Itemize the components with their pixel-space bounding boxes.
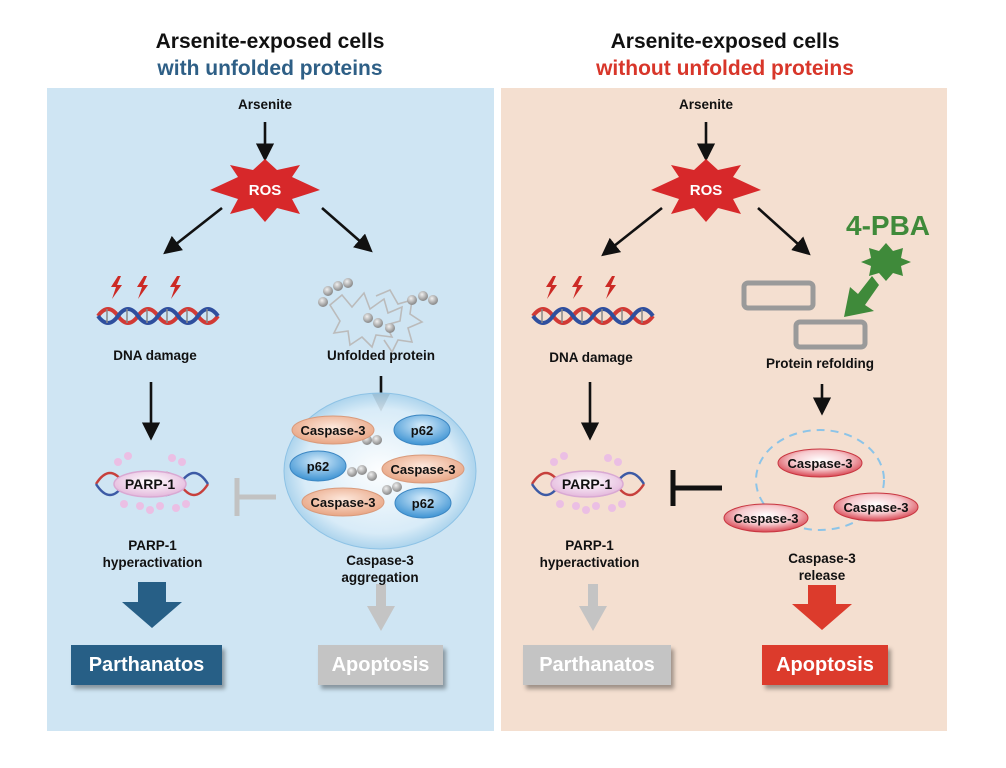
- left-heading: Arsenite-exposed cells with unfolded pro…: [40, 28, 500, 82]
- right-outcome-apoptosis: Apoptosis: [762, 645, 888, 685]
- aggregate-caspase-3-2: [381, 454, 465, 484]
- pba-burst-icon: [861, 243, 911, 281]
- released-caspase-3-2: [723, 503, 809, 533]
- left-dna-damage-bolt-icon: [111, 276, 181, 299]
- protein-refolding-label: Protein refolding: [766, 356, 874, 371]
- released-caspase-3-label-1: Caspase-3: [787, 456, 852, 471]
- left-parp-badge: PARP-1: [125, 476, 176, 492]
- right-heading-subtitle: without unfolded proteins: [596, 57, 854, 80]
- pba-arrow: [844, 276, 879, 317]
- right-heading-title: Arsenite-exposed cells: [610, 30, 840, 53]
- right-apoptosis-arrow: [792, 585, 852, 630]
- aggregate-caspase-3-label-2: Caspase-3: [390, 462, 455, 477]
- aggregate-caspase-3-1: [291, 415, 375, 445]
- right-ros-burst-icon: [651, 159, 761, 222]
- left-parp-label: PARP-1 hyperactivation: [85, 537, 220, 571]
- left-dna-icon: [96, 307, 220, 325]
- left-apoptosis-arrow-grey: [367, 584, 395, 631]
- released-caspase-3-1: [777, 448, 863, 478]
- aggregate-caspase-3-3: [301, 487, 385, 517]
- left-parp-label-line1: PARP-1: [128, 538, 177, 553]
- right-dna-icon: [531, 307, 655, 325]
- left-heading-subtitle: with unfolded proteins: [157, 57, 383, 80]
- right-heading: Arsenite-exposed cells without unfolded …: [495, 28, 955, 82]
- released-caspase-3-3: [833, 492, 919, 522]
- unfolded-protein-label: Unfolded protein: [327, 348, 435, 363]
- caspase-aggregation-line2: aggregation: [341, 570, 419, 585]
- pba-label: 4-PBA: [846, 210, 931, 241]
- right-dna-damage-label: DNA damage: [549, 350, 633, 365]
- left-heading-title: Arsenite-exposed cells: [155, 30, 385, 53]
- right-parp-label-line2: hyperactivation: [539, 555, 640, 570]
- right-inhibition-black: [670, 470, 722, 506]
- left-ros-burst-icon: [210, 159, 320, 222]
- unfolded-protein-icon: [318, 278, 438, 354]
- aggregate-p62-3: [394, 487, 452, 519]
- right-arsenite-label: Arsenite: [678, 97, 734, 112]
- left-ros-label: ROS: [248, 182, 282, 199]
- right-parp-label: PARP-1 hyperactivation: [522, 537, 657, 571]
- right-arrow-ros-refolding: [757, 207, 811, 256]
- refolded-protein-icon-2: [793, 319, 868, 350]
- right-ros-label: ROS: [689, 182, 723, 199]
- released-caspase-3-label-2: Caspase-3: [733, 511, 798, 526]
- caspase-aggregation-label: Caspase-3 aggregation: [320, 552, 440, 586]
- left-outcome-parthanatos: Parthanatos: [71, 645, 222, 685]
- aggregate-p62-label-1: p62: [411, 423, 433, 438]
- caspase-release-line1: Caspase-3: [788, 551, 856, 566]
- left-arsenite-label: Arsenite: [237, 97, 293, 112]
- right-dna-damage-bolt-icon: [546, 276, 616, 299]
- left-parthanatos-arrow: [122, 582, 182, 628]
- left-outcome-apoptosis: Apoptosis: [318, 645, 443, 685]
- left-arrow-ros-dna: [163, 206, 223, 255]
- caspase-aggregation-line1: Caspase-3: [346, 553, 414, 568]
- left-dna-damage-label: DNA damage: [113, 348, 197, 363]
- release-boundary: [755, 429, 885, 531]
- caspase-release-line2: release: [798, 568, 846, 583]
- right-parp-badge: PARP-1: [562, 476, 613, 492]
- aggregate-caspase-3-label-3: Caspase-3: [310, 495, 375, 510]
- aggregate-p62-label-3: p62: [412, 496, 434, 511]
- aggregate-caspase-3-label-1: Caspase-3: [300, 423, 365, 438]
- right-parp-dna-icon: [530, 452, 646, 514]
- right-parp-label-line1: PARP-1: [565, 538, 614, 553]
- left-parp-dna-icon: [94, 452, 210, 514]
- left-arrow-ros-protein: [321, 207, 373, 253]
- left-parp-label-line2: hyperactivation: [102, 555, 203, 570]
- right-parthanatos-arrow-grey: [579, 584, 607, 631]
- released-caspase-3-label-3: Caspase-3: [843, 500, 908, 515]
- caspase-release-label: Caspase-3 release: [762, 550, 882, 584]
- aggregate-p62-1: [393, 414, 451, 446]
- right-arrow-ros-dna: [601, 206, 663, 257]
- right-outcome-parthanatos: Parthanatos: [523, 645, 671, 685]
- aggregate-p62-label-2: p62: [307, 459, 329, 474]
- aggregate-p62-2: [289, 450, 347, 482]
- refolded-protein-icon-1: [741, 280, 816, 311]
- left-inhibition-grey: [234, 478, 276, 516]
